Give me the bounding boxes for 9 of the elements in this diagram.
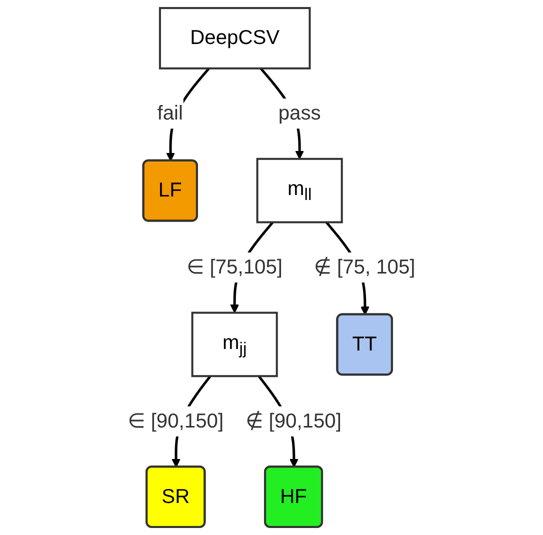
edge-label: ∉ [90,150] bbox=[246, 410, 342, 432]
edge-label: pass bbox=[278, 102, 321, 125]
edge-label: ∈ [90,150] bbox=[128, 410, 224, 432]
edge-label: fail bbox=[157, 102, 183, 125]
node-box: m$_{ll}$ bbox=[256, 158, 343, 224]
edge-label: ∉ [75, 105] bbox=[314, 256, 416, 279]
edge-label: ∈ [75,105] bbox=[186, 256, 282, 279]
node-box: m$_{jj}$ bbox=[191, 312, 278, 378]
node-box: DeepCSV bbox=[158, 7, 311, 70]
